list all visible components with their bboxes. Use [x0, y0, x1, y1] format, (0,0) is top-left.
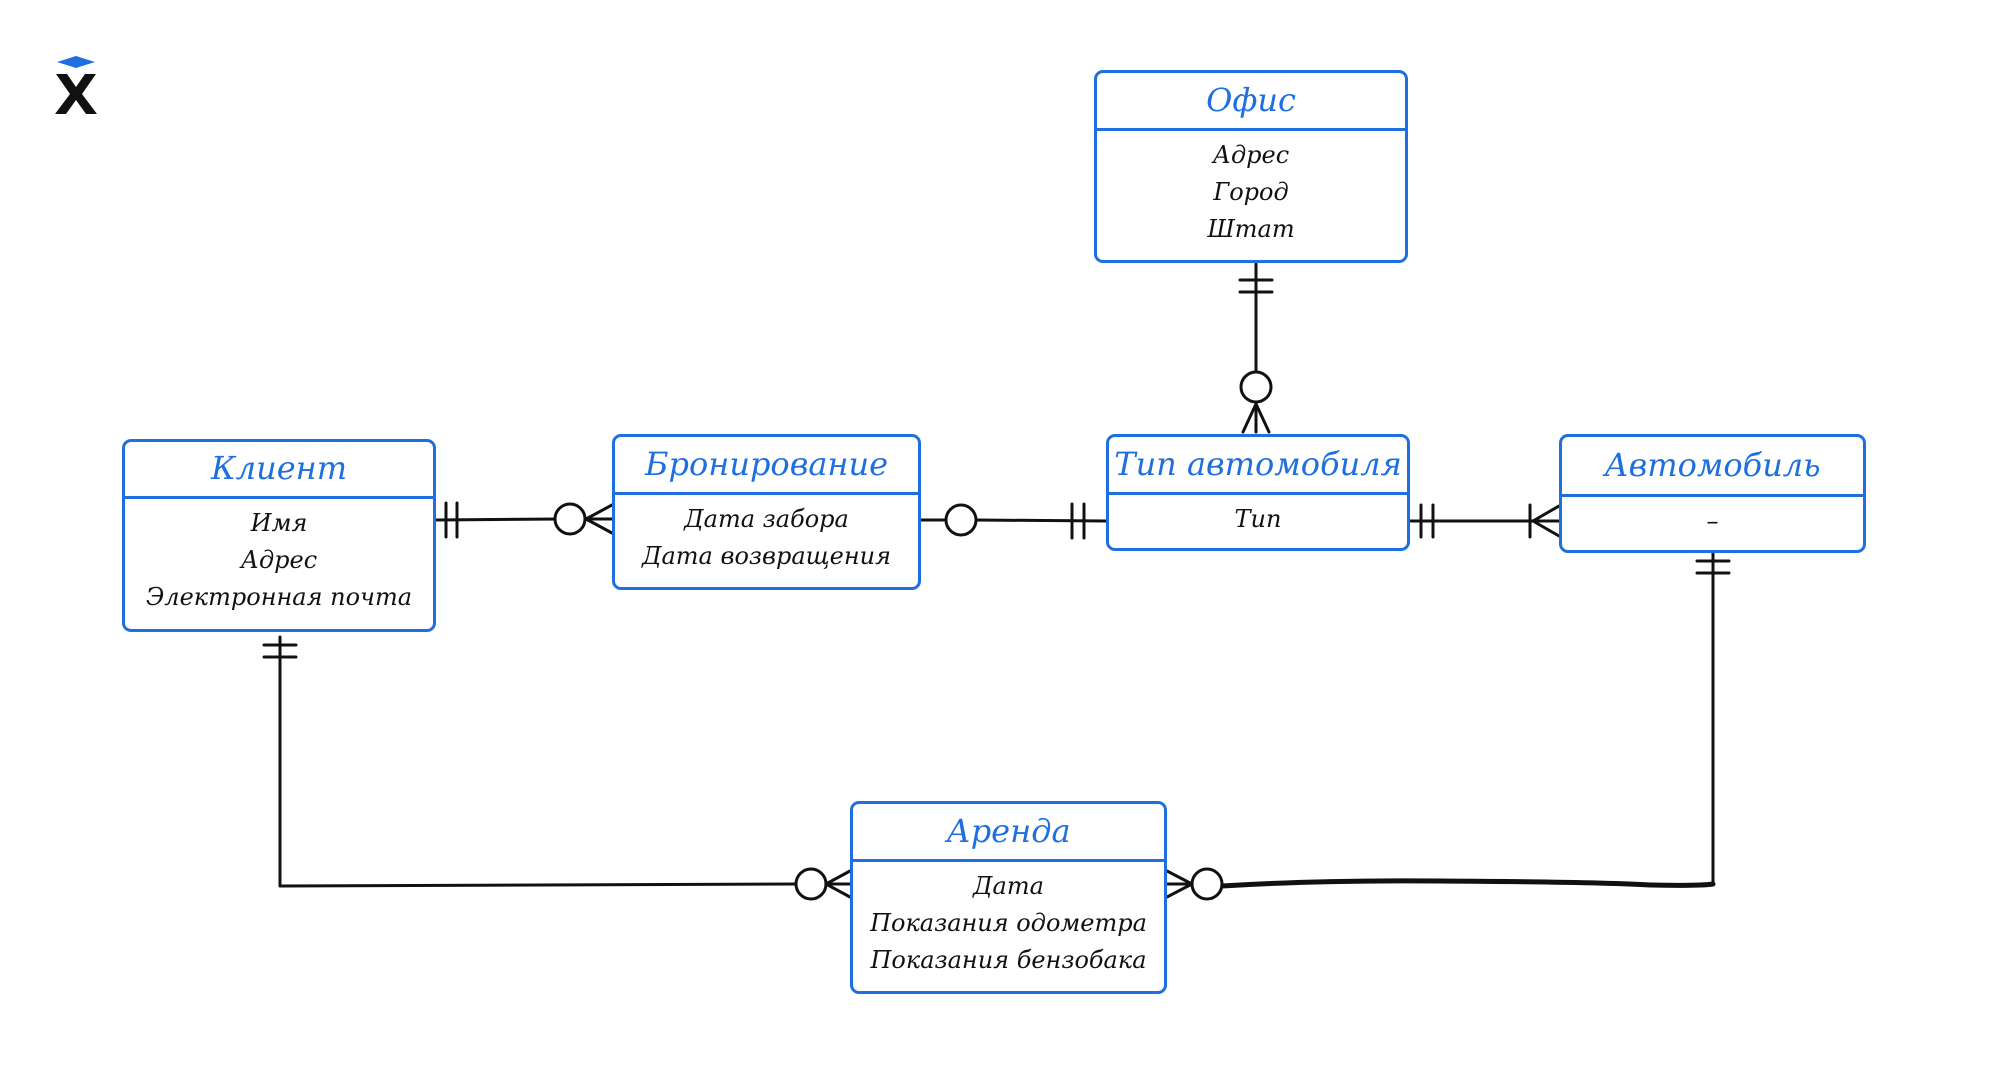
entity-rental[interactable]: Аренда Дата Показания одометра Показания…	[850, 801, 1167, 994]
entity-booking-attribute: Дата возвращения	[641, 542, 892, 570]
entity-office[interactable]: Офис Адрес Город Штат	[1094, 70, 1408, 263]
entity-client-attribute: Адрес	[240, 546, 318, 574]
entity-client[interactable]: Клиент Имя Адрес Электронная почта	[122, 439, 436, 632]
entity-client-attributes: Имя Адрес Электронная почта	[125, 499, 433, 616]
brand-logo-icon	[55, 56, 97, 114]
entity-office-attribute: Адрес	[1212, 141, 1290, 169]
entity-rental-attribute: Показания одометра	[870, 909, 1147, 937]
entity-car-title: Автомобиль	[1562, 437, 1863, 497]
entity-client-attribute: Электронная почта	[145, 583, 413, 611]
entity-booking-attributes: Дата забора Дата возвращения	[615, 495, 918, 575]
entity-rental-attribute: Дата	[973, 872, 1044, 900]
relationship-booking-cartype	[919, 502, 1108, 540]
entity-car-type-title: Тип автомобиля	[1109, 437, 1407, 495]
entity-office-attribute: Город	[1213, 178, 1289, 206]
relationship-car-rental	[1165, 551, 1731, 901]
entity-car[interactable]: Автомобиль –	[1559, 434, 1866, 553]
entity-booking-title: Бронирование	[615, 437, 918, 495]
entity-client-attribute: Имя	[250, 509, 308, 537]
entity-car-type-attribute: Тип	[1234, 505, 1282, 533]
entity-booking[interactable]: Бронирование Дата забора Дата возвращени…	[612, 434, 921, 590]
entity-rental-attribute: Показания бензобака	[870, 946, 1147, 974]
entity-office-title: Офис	[1097, 73, 1405, 131]
entity-car-type[interactable]: Тип автомобиля Тип	[1106, 434, 1410, 551]
entity-car-attribute: –	[1706, 507, 1719, 535]
entity-rental-attributes: Дата Показания одометра Показания бензоб…	[853, 862, 1164, 979]
relationship-office-cartype	[1238, 262, 1274, 434]
relationship-cartype-car	[1408, 503, 1561, 539]
entity-client-title: Клиент	[125, 442, 433, 499]
entity-office-attribute: Штат	[1207, 215, 1295, 243]
relationship-client-booking	[434, 501, 614, 539]
entity-car-attributes: –	[1562, 497, 1863, 540]
relationship-client-rental	[262, 635, 852, 901]
entity-car-type-attributes: Тип	[1109, 495, 1407, 538]
entity-booking-attribute: Дата забора	[684, 505, 849, 533]
entity-rental-title: Аренда	[853, 804, 1164, 862]
entity-office-attributes: Адрес Город Штат	[1097, 131, 1405, 248]
